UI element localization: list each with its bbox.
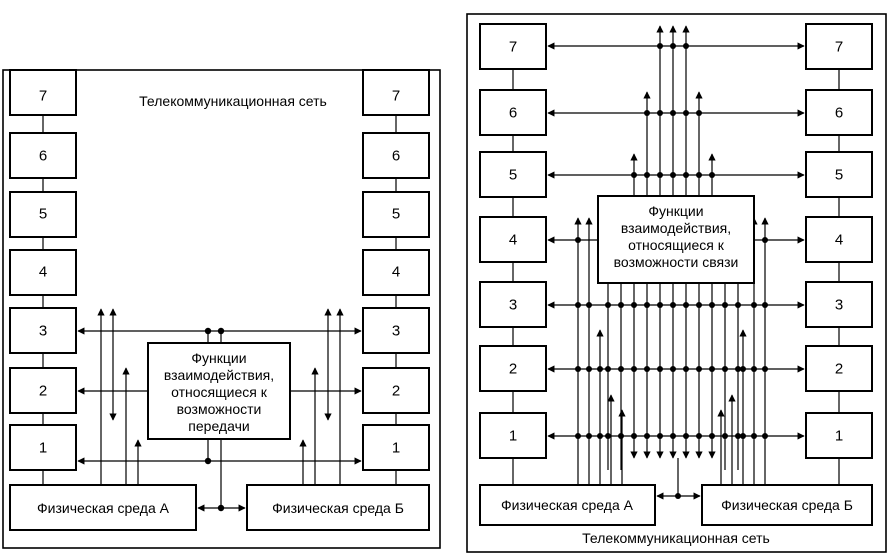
left-a-layer-3 [9, 307, 77, 354]
left-center-box [147, 342, 291, 440]
left-stack-a: 7 6 5 4 3 2 1 [9, 69, 77, 484]
right-center-line-1: Функции [648, 203, 703, 219]
right-b-layer-5 [805, 151, 873, 198]
right-a-layer-5 [479, 151, 547, 198]
left-center-line-5: передачи [188, 418, 249, 434]
left-a-label-1: 1 [39, 440, 47, 457]
left-medium-b-label: Физическая среда Б [272, 500, 404, 516]
right-network-title: Телекоммуникационная сеть [582, 530, 770, 546]
left-a-layer-1 [9, 424, 77, 471]
right-center-box [597, 195, 755, 284]
right-a-layer-6 [479, 89, 547, 136]
right-a-label-5: 5 [509, 167, 517, 184]
left-center-line-3: относящиеся к [171, 384, 268, 400]
right-b-layer-3 [805, 281, 873, 328]
right-network-frame [466, 13, 887, 553]
right-b-label-2: 2 [835, 361, 843, 378]
left-a-label-6: 6 [39, 148, 47, 165]
left-connections [77, 308, 362, 512]
left-a-label-5: 5 [39, 206, 47, 223]
left-b-layer-5 [362, 191, 430, 238]
right-a-layer-2 [479, 345, 547, 392]
right-a-label-1: 1 [509, 428, 517, 445]
right-medium-b-label: Физическая среда Б [721, 497, 853, 513]
right-a-label-4: 4 [509, 232, 517, 249]
right-b-layer-2 [805, 345, 873, 392]
left-b-label-4: 4 [392, 264, 400, 281]
right-b-label-4: 4 [835, 232, 843, 249]
left-b-label-2: 2 [392, 383, 400, 400]
left-a-layer-6 [9, 132, 77, 179]
right-b-label-1: 1 [835, 428, 843, 445]
left-a-layer-5 [9, 191, 77, 238]
right-a-label-7: 7 [509, 39, 517, 56]
left-a-layer-4 [9, 249, 77, 296]
left-b-label-3: 3 [392, 323, 400, 340]
right-center-line-3: относящиеся к [628, 237, 725, 253]
left-b-label-5: 5 [392, 206, 400, 223]
right-a-layer-3 [479, 281, 547, 328]
left-medium-a [9, 484, 197, 531]
left-b-layer-3 [362, 307, 430, 354]
right-b-label-3: 3 [835, 297, 843, 314]
left-a-label-4: 4 [39, 264, 47, 281]
left-b-layer-6 [362, 132, 430, 179]
right-medium-b [701, 484, 873, 526]
left-a-label-7: 7 [39, 88, 47, 105]
left-network-title: Телекоммуникационная сеть [139, 93, 327, 109]
right-a-layer-7 [479, 23, 547, 70]
right-a-layer-1 [479, 412, 547, 459]
right-a-label-3: 3 [509, 297, 517, 314]
left-medium-b [246, 484, 430, 531]
right-b-label-5: 5 [835, 167, 843, 184]
right-center-line-2: взаимодействия, [621, 220, 731, 236]
left-b-layer-7 [362, 69, 430, 116]
right-b-layer-1 [805, 412, 873, 459]
left-medium-a-label: Физическая среда А [37, 500, 170, 516]
left-center-line-1: Функции [191, 350, 246, 366]
left-b-label-1: 1 [392, 440, 400, 457]
right-b-layer-7 [805, 23, 873, 70]
right-a-layer-4 [479, 216, 547, 263]
right-b-label-6: 6 [835, 105, 843, 122]
left-b-layer-4 [362, 249, 430, 296]
left-a-label-3: 3 [39, 323, 47, 340]
right-medium-a-label: Физическая среда А [501, 497, 634, 513]
left-a-label-2: 2 [39, 383, 47, 400]
right-a-label-6: 6 [509, 105, 517, 122]
left-b-layer-1 [362, 424, 430, 471]
left-stack-b: 7 6 5 4 3 2 1 [362, 69, 430, 484]
right-diagram: 7 6 5 4 3 2 1 7 6 5 4 3 2 1 [466, 13, 887, 553]
left-b-label-7: 7 [392, 88, 400, 105]
left-center-line-2: взаимодействия, [164, 367, 274, 383]
right-center-line-4: возможности связи [614, 254, 739, 270]
left-a-layer-7 [9, 69, 77, 116]
right-b-layer-4 [805, 216, 873, 263]
left-network-frame [2, 69, 441, 549]
right-a-label-2: 2 [509, 361, 517, 378]
left-b-label-6: 6 [392, 148, 400, 165]
left-b-layer-2 [362, 367, 430, 414]
left-a-layer-2 [9, 367, 77, 414]
right-stack-b: 7 6 5 4 3 2 1 [805, 23, 873, 484]
left-diagram: 7 6 5 4 3 2 1 7 6 5 4 3 2 1 Телекоммуник [2, 69, 441, 549]
right-medium-a [479, 484, 656, 526]
right-connections [547, 25, 805, 500]
right-stack-a: 7 6 5 4 3 2 1 [479, 23, 547, 484]
right-b-layer-6 [805, 89, 873, 136]
left-center-line-4: возможности [177, 401, 262, 417]
right-b-label-7: 7 [835, 39, 843, 56]
